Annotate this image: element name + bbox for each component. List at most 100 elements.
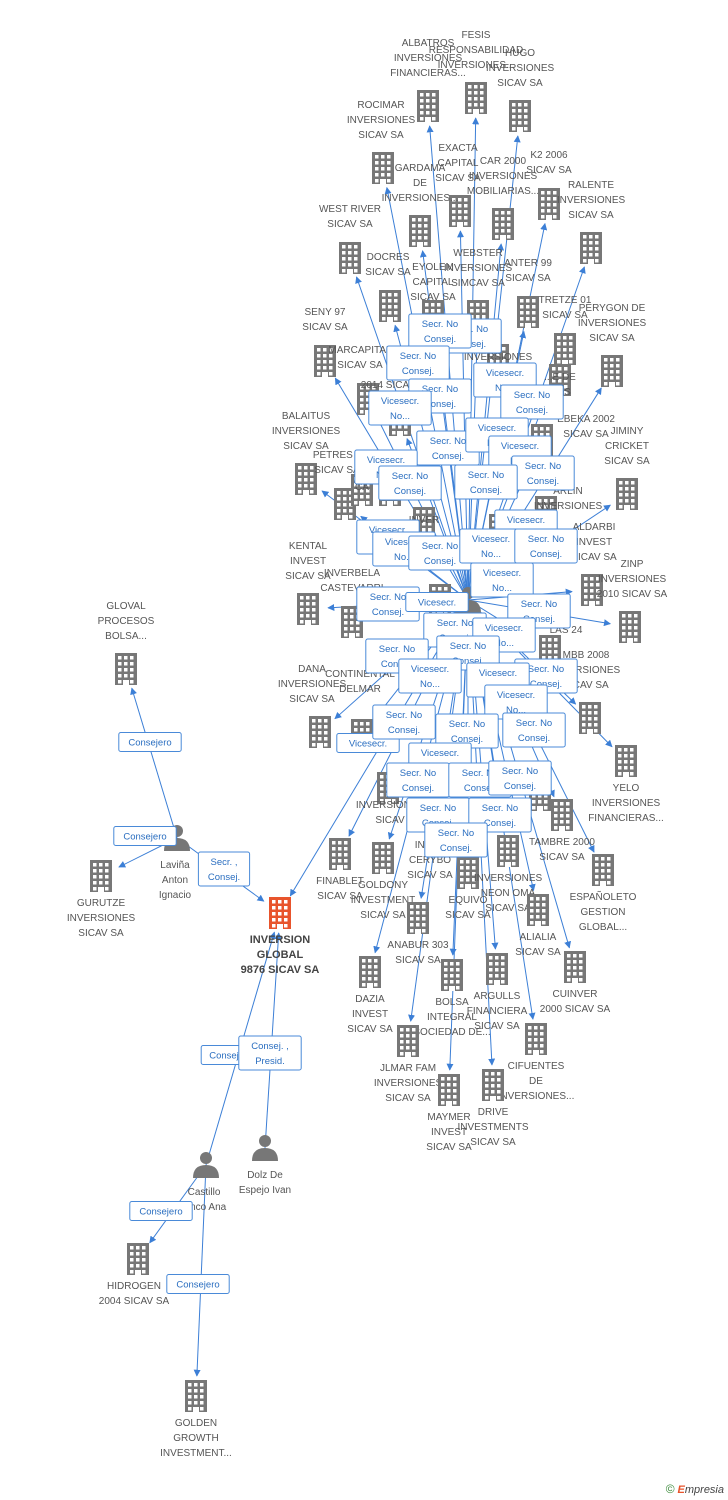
edge-label-line: Consej. xyxy=(402,783,434,794)
company-label-gloval-line: GLOVAL xyxy=(106,601,146,612)
company-icon-fesis[interactable] xyxy=(465,82,487,114)
company-icon-tambre[interactable] xyxy=(551,799,573,831)
company-label-fesis-line: FESIS xyxy=(462,30,491,41)
edge-label-box xyxy=(500,384,564,420)
company-icon-gardama[interactable] xyxy=(409,215,431,247)
edge-label-consejero[interactable]: Consejero xyxy=(118,732,182,752)
company-icon-argulls[interactable] xyxy=(486,953,508,985)
edge-label-vicesecr_no[interactable]: Vicesecr.No... xyxy=(398,658,462,694)
person-icon-castillo[interactable] xyxy=(193,1152,219,1178)
company-icon-petres[interactable] xyxy=(334,488,356,520)
company-icon-maymer[interactable] xyxy=(438,1074,460,1106)
company-icon-docres[interactable] xyxy=(379,290,401,322)
company-icon-seny97[interactable] xyxy=(314,345,336,377)
edge-label-vicesecr_no[interactable]: Vicesecr.No... xyxy=(470,562,534,598)
company-icon-rocimar[interactable] xyxy=(372,152,394,184)
edge-label-vicesecr_no[interactable]: Vicesecr.No... xyxy=(459,528,523,564)
company-icon-golden[interactable] xyxy=(185,1380,207,1412)
company-icon-hugo[interactable] xyxy=(509,100,531,132)
edge-label-vicesecr_no[interactable]: Vicesecr.No... xyxy=(368,390,432,426)
edge-label-consej_presid[interactable]: Consej. ,Presid. xyxy=(238,1035,302,1071)
company-label-perygon-line: INVERSIONES xyxy=(578,318,647,329)
company-icon-ralente[interactable] xyxy=(580,232,602,264)
edge-label-vicesecr_no[interactable]: Vicesecr.No... xyxy=(484,684,548,720)
focus-company-label-line: INVERSION xyxy=(250,934,311,946)
company-icon-albatros[interactable] xyxy=(417,90,439,122)
company-label-fesis-line: INVERSIONES... xyxy=(438,60,515,71)
company-icon-gurutze[interactable] xyxy=(90,860,112,892)
edge-label-vicesecr[interactable]: Vicesecr. xyxy=(405,592,469,612)
company-icon-espanoleto[interactable] xyxy=(592,854,614,886)
edge-label-box xyxy=(372,704,436,740)
company-label-cuinver-line: CUINVER xyxy=(552,989,597,1000)
company-icon-k22006[interactable] xyxy=(538,188,560,220)
company-label-ralente-line: INVERSIONES xyxy=(557,195,626,206)
company-icon-exacta[interactable] xyxy=(449,195,471,227)
edge-label-consejero[interactable]: Consejero xyxy=(113,826,177,846)
company-icon-anabur[interactable] xyxy=(407,902,429,934)
company-icon-dazia[interactable] xyxy=(359,956,381,988)
edge-label-consejero[interactable]: Consejero xyxy=(129,1201,193,1221)
company-icon-balaitus[interactable] xyxy=(295,463,317,495)
company-icon-alialia[interactable] xyxy=(527,894,549,926)
company-icon-cifuentes[interactable] xyxy=(525,1023,547,1055)
company-icon-equivo[interactable] xyxy=(457,857,479,889)
company-label-goldony-line: INVESTMENT xyxy=(351,895,415,906)
company-label-yelo-line: YELO xyxy=(613,783,640,794)
company-label-westriver-line: SICAV SA xyxy=(327,219,373,230)
company-icon-finablet[interactable] xyxy=(329,838,351,870)
company-label-anabur-line: ANABUR 303 xyxy=(387,940,449,951)
company-icon-neon[interactable] xyxy=(497,835,519,867)
edge-label-consejero[interactable]: Consejero xyxy=(166,1274,230,1294)
company-icon-jlmar[interactable] xyxy=(397,1025,419,1057)
company-icon-drive[interactable] xyxy=(482,1069,504,1101)
edge-label-line: Consej. xyxy=(440,843,472,854)
company-icon-westriver[interactable] xyxy=(339,242,361,274)
company-icon-zinp[interactable] xyxy=(619,611,641,643)
edge-label-line: Secr. No xyxy=(468,470,504,481)
company-icon-yelo[interactable] xyxy=(615,745,637,777)
company-icon-hidrogen[interactable] xyxy=(127,1243,149,1275)
company-icon-bolsa[interactable] xyxy=(441,959,463,991)
company-label-espanoleto-line: GESTION xyxy=(580,907,625,918)
company-icon-kental[interactable] xyxy=(297,593,319,625)
company-icon-aldarbi[interactable] xyxy=(581,574,603,606)
edge-label-box xyxy=(378,465,442,501)
person-icon-dolz[interactable] xyxy=(252,1135,278,1161)
company-icon-cuinver[interactable] xyxy=(564,951,586,983)
edge-label-secr_consej[interactable]: Secr. ,Consej. xyxy=(197,851,251,887)
company-label-bolsa-line: BOLSA xyxy=(435,997,469,1008)
company-icon-anter99[interactable] xyxy=(517,296,539,328)
company-icon-car2000[interactable] xyxy=(492,208,514,240)
company-icon-dana[interactable] xyxy=(309,716,331,748)
company-icon-perygon[interactable] xyxy=(601,355,623,387)
edge-label-consej_short[interactable]: Consej xyxy=(200,1045,248,1065)
focus-company-icon[interactable] xyxy=(269,897,291,929)
company-icon-jiminy[interactable] xyxy=(616,478,638,510)
company-icon-goldony[interactable] xyxy=(372,842,394,874)
company-icon-mbb2008[interactable] xyxy=(579,702,601,734)
company-icon-gloval[interactable] xyxy=(115,653,137,685)
company-icon-tretze01[interactable] xyxy=(554,333,576,365)
